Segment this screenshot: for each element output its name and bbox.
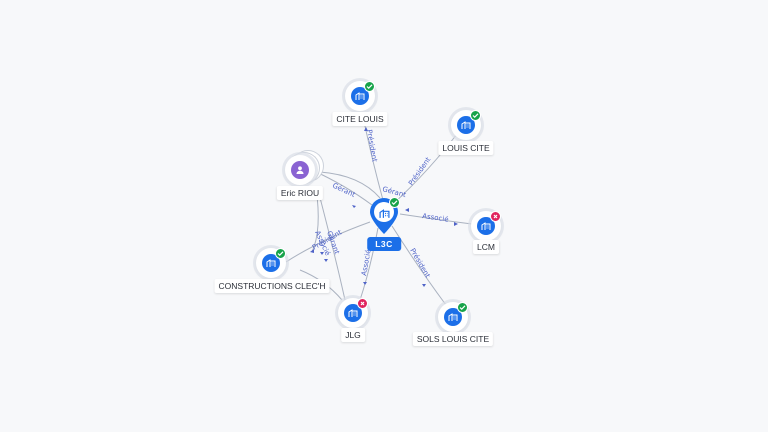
node-circle[interactable] — [285, 155, 315, 185]
arrow-jlg-2 — [324, 259, 328, 262]
node-label: JLG — [341, 328, 365, 342]
active-check-icon — [389, 197, 400, 208]
node-label: LOUIS CITE — [438, 141, 494, 155]
edge-constructions — [285, 221, 371, 263]
building-icon — [457, 116, 475, 134]
active-check-icon — [457, 302, 468, 313]
arrow-cite-louis — [364, 127, 368, 131]
edge-label-eric-gerant: Gérant — [331, 182, 356, 200]
building-icon — [351, 87, 369, 105]
building-icon — [262, 254, 280, 272]
edge-jlg — [359, 227, 379, 301]
arrow-jlg — [363, 282, 367, 285]
edge-label-sols: Président — [408, 247, 431, 279]
building-icon — [344, 304, 362, 322]
edge-label-cite-louis: Président — [365, 129, 379, 163]
center-label: L3C — [367, 237, 401, 251]
edge-louis-cite — [391, 129, 461, 206]
arrow-constructions — [310, 249, 314, 253]
edge-lcm — [399, 213, 473, 225]
closed-x-icon — [490, 211, 501, 222]
arrow-eric-l3c-2 — [405, 208, 409, 212]
node-label: SOLS LOUIS CITE — [412, 332, 494, 346]
building-icon — [379, 206, 390, 224]
person-icon — [291, 161, 309, 179]
arrow-eric-constructions — [320, 252, 324, 255]
edge-eric-jlg — [317, 189, 346, 301]
building-icon — [477, 217, 495, 235]
edge-eric-l3c-2 — [319, 171, 381, 199]
closed-x-icon — [357, 298, 368, 309]
node-label: Eric RIOU — [276, 186, 324, 200]
edge-label-lcm: Associé — [422, 212, 449, 224]
active-check-icon — [364, 81, 375, 92]
arrow-lcm — [454, 222, 458, 226]
arrow-eric-l3c — [352, 205, 356, 208]
edge-label-louis-cite: Président — [407, 156, 432, 188]
node-label: CITE LOUIS — [332, 112, 388, 126]
node-label: LCM — [473, 240, 499, 254]
active-check-icon — [275, 248, 286, 259]
active-check-icon — [470, 110, 481, 121]
arrow-sols — [422, 284, 426, 287]
building-icon — [444, 308, 462, 326]
edge-sols — [391, 225, 447, 306]
node-label: CONSTRUCTIONS CLEC'H — [214, 279, 330, 293]
